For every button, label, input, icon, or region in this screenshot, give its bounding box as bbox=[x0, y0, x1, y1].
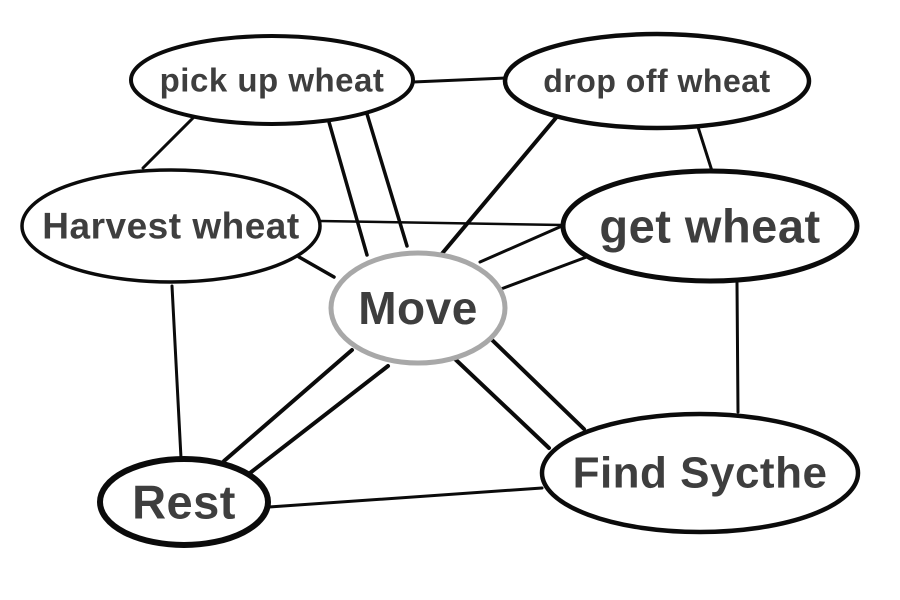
node-ellipse-pick-up-wheat bbox=[129, 34, 415, 126]
edge-pick-up-wheat--move bbox=[365, 112, 409, 248]
edge-pick-up-wheat--drop-off-wheat bbox=[411, 76, 508, 84]
node-ellipse-drop-off-wheat bbox=[502, 31, 812, 131]
edge-move--find-sycthe bbox=[453, 357, 551, 450]
edge-harvest-wheat--move bbox=[297, 255, 336, 279]
edge-drop-off-wheat--move bbox=[438, 111, 562, 258]
node-label-harvest-wheat: Harvest wheat bbox=[42, 206, 299, 247]
node-label-pick-up-wheat: pick up wheat bbox=[160, 62, 385, 99]
node-label-drop-off-wheat: drop off wheat bbox=[543, 63, 770, 99]
node-ellipse-get-wheat bbox=[560, 168, 860, 284]
node-ellipse-move bbox=[328, 250, 508, 366]
node-pick-up-wheat: pick up wheat bbox=[129, 34, 415, 126]
node-drop-off-wheat: drop off wheat bbox=[502, 31, 812, 131]
edge-move--get-wheat bbox=[499, 253, 594, 291]
edge-move--rest bbox=[248, 364, 390, 475]
edge-pick-up-wheat--move bbox=[327, 120, 369, 257]
node-rest: Rest bbox=[97, 456, 271, 548]
edge-pick-up-wheat--harvest-wheat bbox=[141, 115, 196, 170]
node-label-rest: Rest bbox=[132, 476, 236, 529]
node-label-find-sycthe: Find Sycthe bbox=[573, 449, 828, 498]
node-ellipse-harvest-wheat bbox=[20, 168, 322, 284]
edge-harvest-wheat--get-wheat bbox=[318, 219, 564, 227]
edge-harvest-wheat--rest bbox=[170, 284, 183, 460]
edge-move--rest bbox=[222, 348, 354, 463]
node-ellipse-rest bbox=[97, 456, 271, 548]
edge-move--find-sycthe bbox=[487, 335, 586, 431]
edge-drop-off-wheat--get-wheat bbox=[696, 125, 714, 173]
edge-move--get-wheat bbox=[478, 224, 564, 264]
node-find-sycthe: Find Sycthe bbox=[539, 411, 861, 535]
edge-get-wheat--find-sycthe bbox=[735, 281, 740, 414]
node-harvest-wheat: Harvest wheat bbox=[20, 168, 322, 284]
node-label-move: Move bbox=[358, 282, 478, 334]
node-label-get-wheat: get wheat bbox=[599, 200, 820, 253]
node-get-wheat: get wheat bbox=[560, 168, 860, 284]
node-ellipse-find-sycthe bbox=[539, 411, 861, 535]
node-move: Move bbox=[328, 250, 508, 366]
edge-rest--find-sycthe bbox=[267, 486, 544, 509]
